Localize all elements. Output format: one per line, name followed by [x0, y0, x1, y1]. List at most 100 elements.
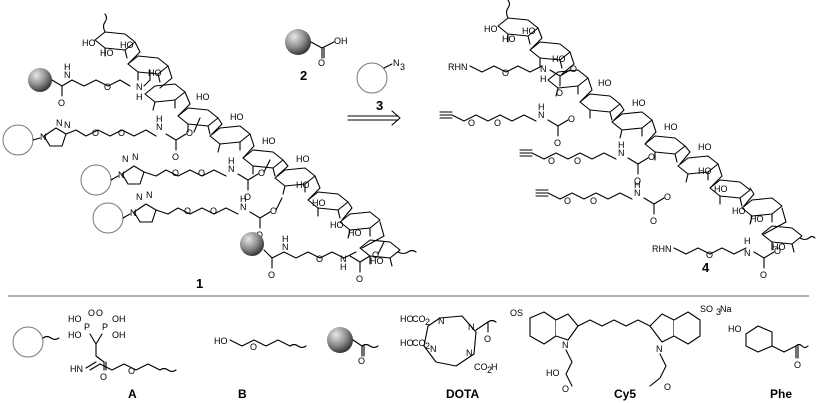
o-label: O [316, 254, 323, 264]
compound-label-1: 1 [196, 276, 203, 291]
o-label: O [494, 118, 501, 128]
n-label: N [56, 118, 63, 128]
key-item-B: HO O B [214, 336, 307, 401]
h-label: H [744, 236, 751, 246]
oh-label: HO [148, 68, 162, 78]
o-label: O [648, 152, 655, 162]
substituent-circle [356, 62, 388, 94]
so3na-label: SO [700, 304, 713, 314]
oh-label: HO [728, 324, 742, 334]
co2h-label: CO [412, 338, 426, 348]
compound-label-3: 3 [376, 98, 383, 113]
co2h-label: HO [400, 338, 414, 348]
n-label: N [340, 254, 347, 264]
o-label: O [706, 250, 713, 260]
o-label: O [562, 384, 569, 394]
oh-label: HO [230, 112, 244, 122]
o-label: O [92, 128, 99, 138]
nh-label: HN [70, 364, 83, 374]
key-item-Cy5: O S N N SO 3 Na HO O O Cy5 [510, 304, 732, 401]
s-label: S [517, 308, 523, 318]
o-label: O [568, 114, 575, 124]
azide-n-label: N [393, 58, 400, 68]
h-label: H [634, 180, 641, 190]
co2h-label: CO [412, 314, 426, 324]
h-label: H [282, 234, 289, 244]
o-label: O [356, 274, 363, 284]
o-label: O [172, 168, 179, 178]
oh-label: OH [112, 330, 126, 340]
o-label: O [172, 152, 179, 162]
o-label: O [118, 128, 125, 138]
o-label: O [198, 168, 205, 178]
nanoparticle-sphere [240, 232, 264, 256]
n-label: N [282, 242, 289, 252]
o-label: O [88, 308, 95, 318]
triazole-arm-1a: N N N O O N H O O [2, 114, 201, 162]
key-item-DOTA: HO CO 2 N N N N HO CO 2 CO 2 H O DOTA [400, 314, 498, 401]
key-label-Phe: Phe [770, 387, 792, 401]
o-label: O [358, 356, 365, 366]
oh-label: HO [68, 314, 82, 324]
compound-4-structure: HO HO HO HO HO HO HO HO HO HO HO HO HO R… [439, 0, 816, 280]
n-label: N [40, 132, 47, 142]
compound-1-structure: HO HO HO HO HO HO HO HO HO HO HO HO HO O… [2, 13, 417, 291]
o-label: O [554, 138, 561, 148]
o-label: O [574, 156, 581, 166]
subscript: 2 [425, 341, 430, 351]
n-label: N [562, 340, 569, 350]
rhn-label: RHN [652, 244, 672, 254]
o-label: O [128, 366, 135, 376]
o-label: O [650, 216, 657, 226]
n-label: N [228, 164, 235, 174]
oh-label: HO [714, 184, 728, 194]
key-label-Cy5: Cy5 [614, 387, 636, 401]
h-label: H [240, 194, 247, 204]
retrosynthesis-arrow [347, 110, 401, 126]
azide-subscript: 3 [400, 62, 405, 72]
h-label: H [228, 156, 235, 166]
o-label: O [96, 308, 103, 318]
h-label: H [340, 262, 347, 272]
n-label: N [156, 122, 163, 132]
o-label: O [794, 360, 801, 370]
n-label: N [64, 70, 71, 80]
n-label: N [118, 170, 125, 180]
o-label: O [664, 382, 671, 392]
nanoparticle-sphere [28, 68, 52, 92]
nanoparticle-sphere [327, 327, 353, 353]
oh-label: HO [484, 24, 498, 34]
o-label: O [484, 334, 491, 344]
sugar-chain-4 [497, 0, 816, 253]
rhn-label: RHN [448, 62, 468, 72]
o-label: O [100, 372, 107, 382]
co2h-label: CO [474, 362, 488, 372]
alkyne-arm-4a: O O N H O O [439, 102, 575, 148]
n-label: N [146, 190, 153, 200]
alkyne-arm-4b: O O N H O O [519, 140, 655, 186]
sphere-arm-bottom-1: O N H O N H O O [240, 232, 385, 284]
n-label: N [744, 248, 751, 258]
n-label: N [132, 152, 139, 162]
oh-label: HO [262, 136, 276, 146]
n-label: N [240, 202, 247, 212]
oh-label: HO [330, 220, 344, 230]
substituent-circle [2, 124, 34, 156]
n-label: N [438, 316, 445, 326]
hydroxyl-labels-4: HO HO HO HO HO HO HO HO HO HO HO HO HO [484, 24, 786, 252]
hydroxyl-labels-1: HO HO HO HO HO HO HO HO HO HO HO HO HO [82, 38, 384, 266]
h-label: H [618, 140, 625, 150]
oh-label: HO [552, 54, 566, 64]
oh-label: HO [100, 48, 114, 58]
oh-label: HO [598, 78, 612, 88]
o-label: O [548, 156, 555, 166]
n-label: N [136, 82, 143, 92]
o-label: O [318, 58, 325, 68]
o-label: O [502, 68, 509, 78]
triazole-arm-1c: N N N O O N H O O [92, 190, 283, 240]
key-label-DOTA: DOTA [446, 387, 479, 401]
n-label: N [468, 322, 475, 332]
oh-label: HO [632, 98, 646, 108]
n-label: N [64, 120, 71, 130]
